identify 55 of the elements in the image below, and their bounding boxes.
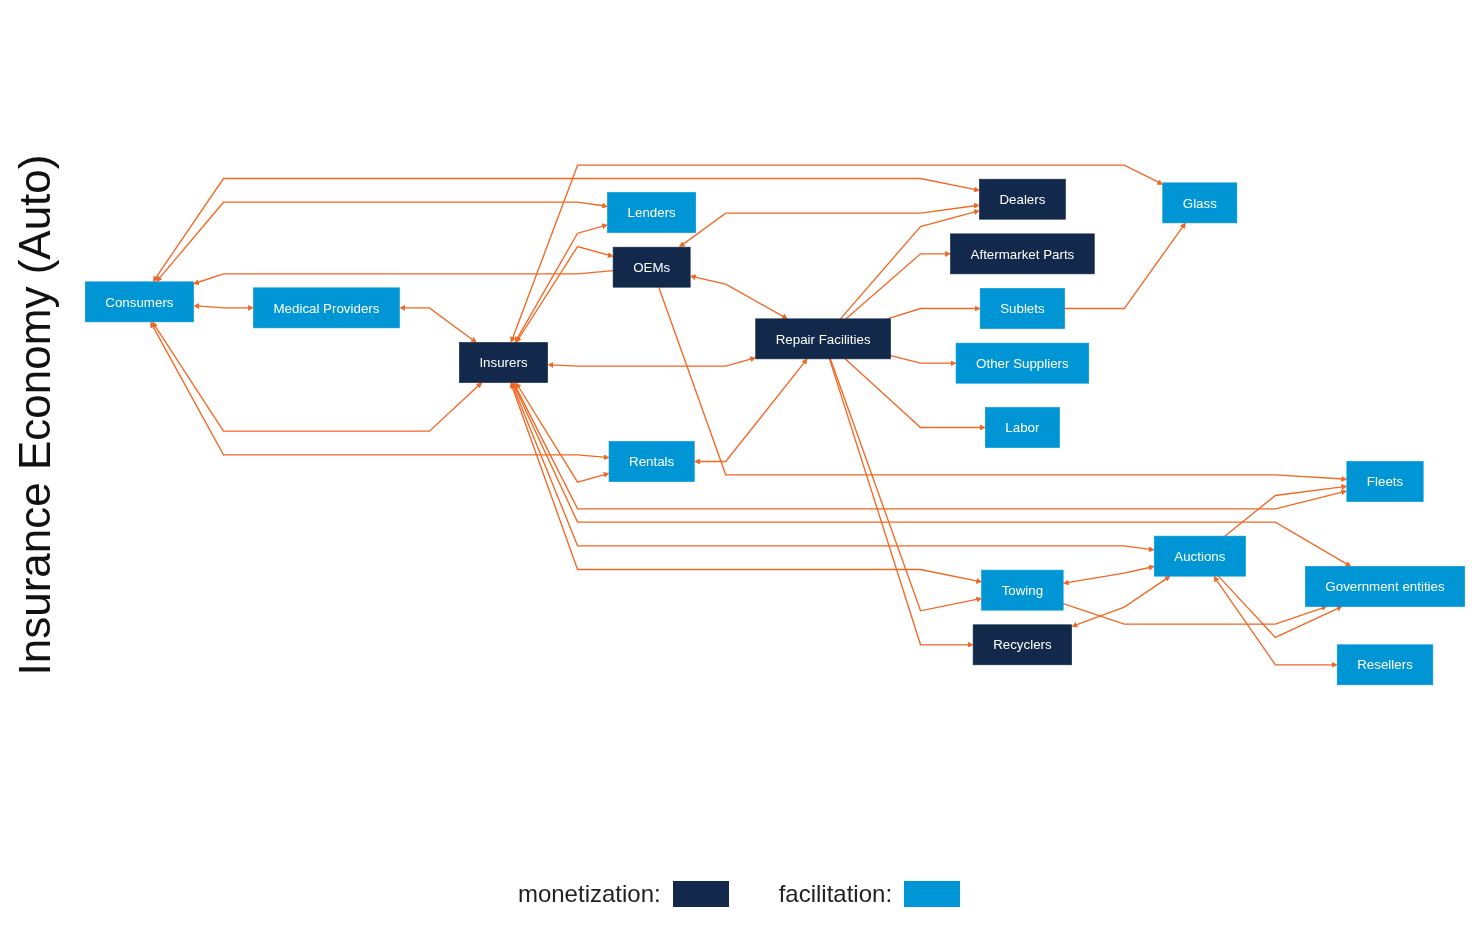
node-box: Labor [985, 407, 1060, 448]
arrow [1224, 484, 1348, 537]
node-box: Fleets [1346, 461, 1424, 502]
arrow [510, 164, 1164, 343]
node-box: Other Suppliers [955, 342, 1090, 384]
arrow [844, 358, 986, 431]
node-box: Glass [1162, 182, 1238, 224]
arrow [1063, 222, 1186, 310]
arrow [1071, 575, 1171, 628]
node-box: Government entities [1305, 566, 1465, 607]
node-box: Resellers [1336, 644, 1434, 686]
arrow [829, 358, 982, 612]
arrow [1213, 576, 1338, 668]
node-box: Auctions [1153, 535, 1246, 577]
node-box: Lenders [607, 192, 697, 233]
arrow [152, 177, 980, 282]
node-box: Rentals [608, 441, 695, 482]
legend-label: facilitation: [778, 880, 893, 908]
arrow [514, 223, 608, 343]
arrow [510, 382, 1155, 553]
arrow [516, 245, 614, 343]
arrow [513, 382, 1347, 510]
arrow [658, 286, 1348, 482]
node-box: Consumers [85, 281, 194, 323]
legend-label: monetization: [517, 880, 661, 908]
arrow [694, 358, 808, 465]
node-box: Medical Providers [253, 287, 400, 329]
arrow [828, 358, 974, 648]
arrow [156, 201, 608, 282]
node-box: Repair Facilities [755, 318, 891, 360]
arrow [679, 202, 980, 248]
arrow [193, 303, 254, 311]
arrow [690, 274, 788, 320]
node-box: Towing [981, 569, 1064, 611]
arrow [515, 382, 610, 483]
arrow [399, 304, 477, 343]
node-box: Recyclers [972, 624, 1072, 666]
node-box: Dealers [979, 178, 1066, 220]
arrow [839, 209, 980, 320]
arrow [193, 270, 614, 285]
arrow [1217, 575, 1343, 639]
diagram-title: Insurance Economy (Auto) [10, 154, 60, 676]
arrow [512, 382, 1352, 567]
node-box: Insurers [459, 342, 548, 383]
arrow [150, 321, 610, 461]
arrow [845, 250, 951, 320]
node-box: OEMs [612, 246, 691, 288]
arrow [547, 356, 756, 368]
arrow [889, 355, 957, 367]
arrow [152, 321, 483, 432]
node-box: Sublets [979, 288, 1065, 329]
arrow [1063, 564, 1155, 586]
node-box: Aftermarket Parts [950, 233, 1095, 275]
arrow [1062, 603, 1328, 625]
arrow [509, 382, 982, 584]
